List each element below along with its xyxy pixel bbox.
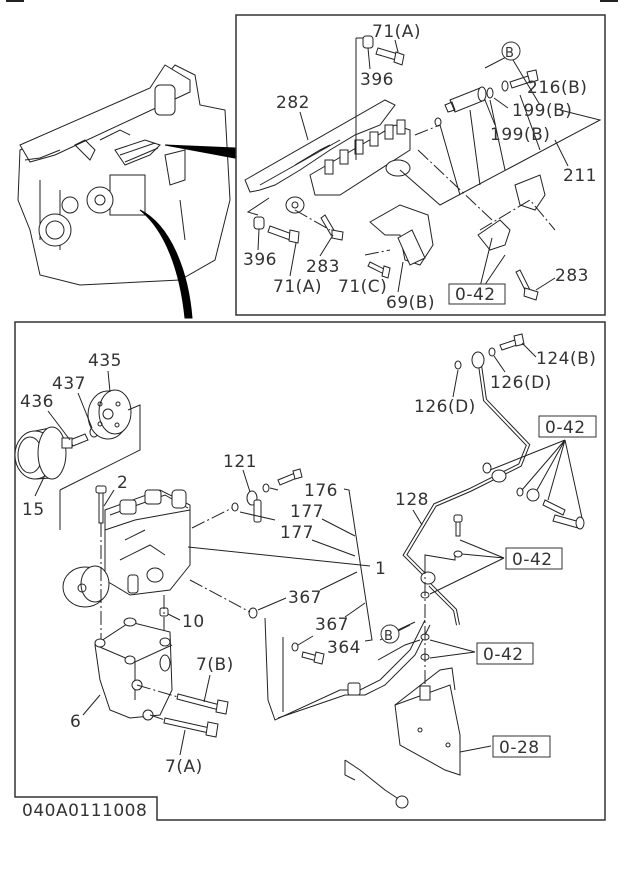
part-label[interactable]: 126(D) (490, 373, 552, 393)
part-label[interactable]: 7(A) (165, 757, 203, 777)
part-label[interactable]: 126(D) (414, 397, 476, 417)
top-inset-frame (235, 14, 606, 316)
svg-text:B: B (505, 46, 514, 61)
part-label[interactable]: 211 (563, 166, 597, 186)
part-label[interactable]: 121 (223, 452, 257, 472)
svg-text:0-42: 0-42 (545, 418, 586, 438)
engine-overview (17, 64, 236, 319)
ref-box-0-42-top[interactable]: 0-42 (448, 283, 506, 305)
ref-box-0-28[interactable]: 0-28 (492, 735, 551, 758)
part-label[interactable]: 364 (327, 638, 361, 658)
part-label[interactable]: 367 (315, 615, 349, 635)
main-panel-frame (14, 321, 606, 821)
part-label[interactable]: 367 (288, 588, 322, 608)
top-inset-labels: 71(A) 396 282 B 216(B) 199(B) 199(B) 211… (243, 22, 597, 313)
part-label[interactable]: 283 (306, 257, 340, 277)
part-label[interactable]: 7(B) (196, 655, 234, 675)
part-label[interactable]: 216(B) (527, 78, 587, 98)
main-panel-parts (14, 333, 585, 809)
part-label[interactable]: 2 (117, 473, 128, 493)
part-label[interactable]: 436 (20, 392, 54, 412)
drawing-number: 040A0111008 (22, 801, 147, 821)
part-label[interactable]: 435 (88, 351, 122, 371)
part-label[interactable]: 128 (395, 490, 429, 510)
part-label[interactable]: 124(B) (536, 349, 596, 369)
ref-box-0-42[interactable]: 0-42 (505, 547, 563, 570)
svg-text:B: B (384, 629, 393, 644)
part-label[interactable]: 396 (243, 250, 277, 270)
top-inset-parts (244, 35, 602, 301)
svg-text:0-42: 0-42 (512, 550, 553, 570)
svg-text:0-42: 0-42 (455, 285, 496, 305)
callout-arrow-pump (139, 209, 193, 319)
ref-box-0-42[interactable]: 0-42 (538, 415, 597, 438)
part-label[interactable]: 1 (375, 559, 386, 579)
part-label[interactable]: 282 (276, 93, 310, 113)
main-panel-labels: 435 437 436 15 2 121 176 177 177 1 367 3… (20, 342, 597, 777)
part-label[interactable]: 396 (360, 70, 394, 90)
part-label[interactable]: 10 (182, 612, 205, 632)
svg-text:0-42: 0-42 (483, 645, 524, 665)
part-label[interactable]: 69(B) (386, 293, 435, 313)
part-label[interactable]: 71(C) (338, 277, 387, 297)
part-label[interactable]: 199(B) (512, 101, 572, 121)
part-label[interactable]: 199(B) (490, 125, 550, 145)
svg-text:0-28: 0-28 (499, 738, 540, 758)
part-label[interactable]: 176 (304, 481, 338, 501)
part-label[interactable]: 283 (555, 266, 589, 286)
part-label[interactable]: 6 (70, 712, 81, 732)
ref-box-0-42[interactable]: 0-42 (476, 642, 534, 665)
part-label[interactable]: 71(A) (372, 22, 421, 42)
part-label[interactable]: 437 (52, 374, 86, 394)
part-label[interactable]: 177 (280, 523, 314, 543)
ref-circle-b[interactable]: B (501, 41, 521, 61)
callout-arrow-fuel-rail (164, 144, 236, 159)
part-label[interactable]: 71(A) (273, 277, 322, 297)
ref-circle-b[interactable]: B (380, 624, 400, 644)
part-label[interactable]: 177 (290, 502, 324, 522)
part-label[interactable]: 15 (22, 500, 45, 520)
